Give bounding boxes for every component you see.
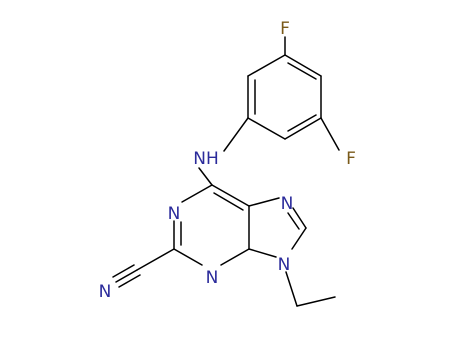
atom-n-nitrile: N — [99, 282, 112, 302]
atom-f-right: F — [346, 149, 356, 169]
atom-n1: N — [168, 204, 181, 224]
atom-f-top: F — [280, 19, 290, 39]
bond-cn-triple-2 — [112, 264, 135, 278]
bond-c2-cn — [136, 248, 175, 271]
bond-ring-c4-c5 — [247, 117, 286, 140]
bond-c5-n7 — [248, 197, 280, 207]
bond-c2-n3 — [173, 248, 203, 266]
bond-ring-c1-c2 — [284, 54, 322, 77]
bond-n9-c4 — [248, 248, 277, 258]
bond-c-f-right — [320, 117, 340, 151]
bond-n7-c8-inner — [287, 212, 300, 230]
bonds — [112, 36, 340, 307]
bond-c5-c6 — [211, 184, 250, 207]
bond-cn-triple-1 — [115, 269, 138, 283]
bond-c-nh — [223, 117, 249, 152]
bond-nh-c6 — [198, 167, 213, 186]
bond-ring-c1-c2-inner — [287, 62, 317, 80]
atom-n3: N — [206, 268, 219, 288]
atom-nh: NH — [193, 149, 219, 169]
bond-ring-c3-c4 — [284, 117, 322, 140]
bond-ring-c6-c1 — [247, 54, 286, 77]
bond-c5-c6-inner — [213, 192, 244, 211]
atom-n9: N — [278, 255, 291, 275]
bond-cn-triple-3 — [118, 274, 141, 288]
bond-n3-c4 — [220, 248, 250, 266]
bond-ring-c3-c4-inner — [287, 114, 317, 132]
bond-c6-n1 — [181, 184, 213, 203]
atom-n7: N — [281, 194, 294, 214]
bond-ch2-ch3 — [296, 296, 336, 307]
bond-n7-c8 — [292, 207, 307, 229]
atom-labels: F F NH N N N N N — [99, 19, 356, 302]
bond-c8-n9 — [291, 227, 307, 250]
bond-n9-ch2 — [285, 271, 298, 307]
